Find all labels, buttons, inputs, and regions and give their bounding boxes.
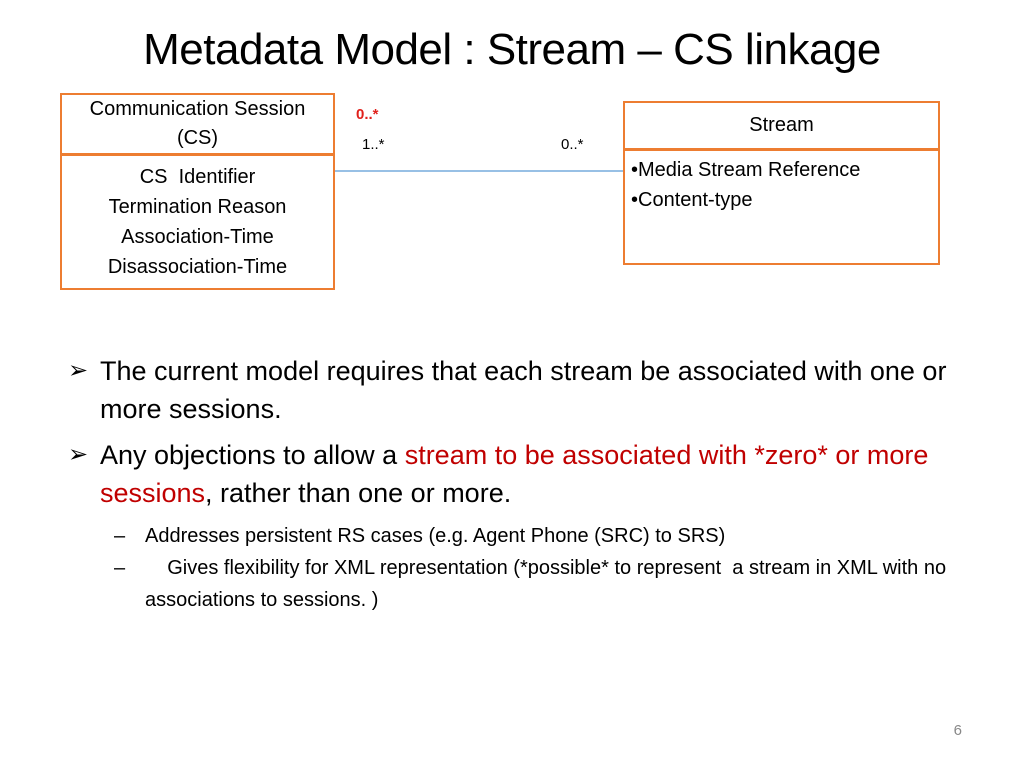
page-number: 6 xyxy=(953,722,962,739)
bullet-item: ➢ Any objections to allow a stream to be… xyxy=(68,436,968,512)
cs-side-multiplicity: 1..* xyxy=(362,136,385,153)
cs-class-attributes: CS Identifier Termination Reason Associa… xyxy=(60,154,335,290)
cs-header-line: (CS) xyxy=(176,127,219,149)
proposed-multiplicity: 0..* xyxy=(356,106,379,123)
bullet-text: Any objections to allow a xyxy=(100,440,405,470)
cs-header-line: Communication Session xyxy=(89,98,306,120)
sub-bullet-text: Addresses persistent RS cases (e.g. Agen… xyxy=(145,525,726,547)
sub-bullet-item: – Addresses persistent RS cases (e.g. Ag… xyxy=(68,520,968,552)
cs-attribute: Disassociation-Time xyxy=(107,256,288,278)
stream-side-multiplicity: 0..* xyxy=(561,136,584,153)
arrow-bullet-icon: ➢ xyxy=(68,441,89,468)
stream-attribute: •Content-type xyxy=(631,189,753,211)
arrow-bullet-icon: ➢ xyxy=(68,357,89,384)
bullet-text: , rather than one or more. xyxy=(205,478,512,508)
sub-bullet-text: Gives flexibility for XML representation… xyxy=(145,557,952,611)
bullet-list: ➢ The current model requires that each s… xyxy=(68,352,968,616)
cs-class-header: Communication Session (CS) xyxy=(60,93,335,155)
stream-class-attributes: •Media Stream Reference •Content-type xyxy=(623,149,940,265)
cs-attribute: CS Identifier xyxy=(139,166,256,188)
dash-bullet-icon: – xyxy=(114,557,126,579)
bullet-text: The current model requires that each str… xyxy=(100,356,947,424)
cs-attribute: Termination Reason xyxy=(108,196,287,218)
bullet-highlight-text: stream to be associated with *zero* or m… xyxy=(100,440,929,508)
sub-bullet-item: – Gives flexibility for XML representati… xyxy=(68,552,968,616)
cs-attribute: Association-Time xyxy=(121,226,274,248)
dash-bullet-icon: – xyxy=(114,525,126,547)
stream-attribute: •Media Stream Reference xyxy=(631,159,861,181)
slide-title: Metadata Model : Stream – CS linkage xyxy=(143,25,881,74)
stream-class-header: Stream xyxy=(623,101,940,150)
bullet-item: ➢ The current model requires that each s… xyxy=(68,352,968,428)
